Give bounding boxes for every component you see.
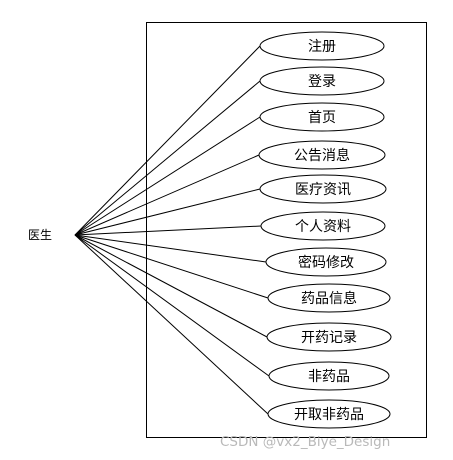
actor-label: 医生 — [28, 228, 52, 242]
association-line — [74, 154, 260, 236]
association-line — [74, 234, 269, 415]
use-case-label: 开药记录 — [301, 330, 357, 346]
use-case-label: 公告消息 — [294, 147, 350, 164]
use-case-ellipse — [266, 322, 392, 352]
use-case-ellipse — [259, 102, 385, 132]
system-boundary — [146, 22, 427, 438]
association-line — [74, 225, 262, 236]
association-line — [74, 45, 261, 236]
use-case-label: 首页 — [308, 110, 336, 126]
association-line — [74, 234, 267, 263]
use-case-label: 登录 — [308, 74, 336, 90]
association-line — [74, 188, 261, 236]
use-case-ellipse — [265, 247, 387, 277]
use-case-label: 注册 — [308, 39, 336, 55]
use-case-label: 药品信息 — [301, 290, 357, 307]
use-case-ellipse — [259, 66, 385, 96]
use-case-ellipse — [260, 211, 386, 241]
use-case-label: 密码修改 — [298, 254, 354, 271]
use-case-ellipse — [259, 31, 385, 61]
use-case-ellipse — [268, 361, 390, 391]
association-line — [74, 234, 269, 299]
watermark: CSDN @vx2_Biye_Design — [220, 434, 390, 450]
use-case-ellipse — [259, 174, 387, 204]
use-case-label: 个人资料 — [295, 219, 351, 235]
use-case-label: 开取非药品 — [294, 407, 364, 423]
use-case-label: 非药品 — [308, 369, 350, 385]
use-case-ellipse — [258, 140, 386, 170]
use-case-ellipse — [267, 399, 391, 429]
association-lines — [74, 45, 270, 415]
association-line — [74, 80, 261, 236]
association-line — [74, 116, 261, 236]
use-case-label: 医疗资讯 — [295, 182, 351, 198]
association-line — [74, 234, 268, 338]
use-case-ellipse — [267, 283, 391, 313]
association-line — [74, 234, 270, 377]
